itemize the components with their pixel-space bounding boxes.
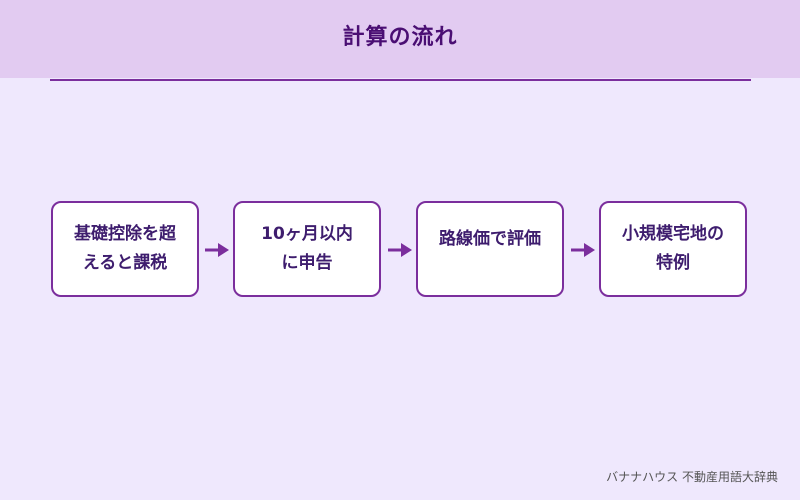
arrow-right-icon	[571, 243, 595, 257]
page-title: 計算の流れ	[342, 25, 458, 50]
title-divider	[50, 79, 751, 81]
flow-step-2-label: 10ヶ月以内 に申告	[261, 224, 353, 273]
header-band	[0, 0, 800, 78]
arrow-right-icon	[388, 243, 412, 257]
flow-step-2: 10ヶ月以内 に申告	[233, 201, 381, 297]
flow-step-1-label: 基礎控除を超 えると課税	[74, 224, 176, 273]
flow-step-4-label: 小規模宅地の 特例	[622, 224, 724, 273]
flow-step-3: 路線価で評価	[416, 201, 564, 297]
flow-step-1: 基礎控除を超 えると課税	[51, 201, 199, 297]
flow-step-3-label: 路線価で評価	[439, 228, 541, 249]
arrow-right-icon	[205, 243, 229, 257]
source-credit: バナナハウス 不動産用語大辞典	[606, 470, 778, 484]
flow-step-4: 小規模宅地の 特例	[599, 201, 747, 297]
